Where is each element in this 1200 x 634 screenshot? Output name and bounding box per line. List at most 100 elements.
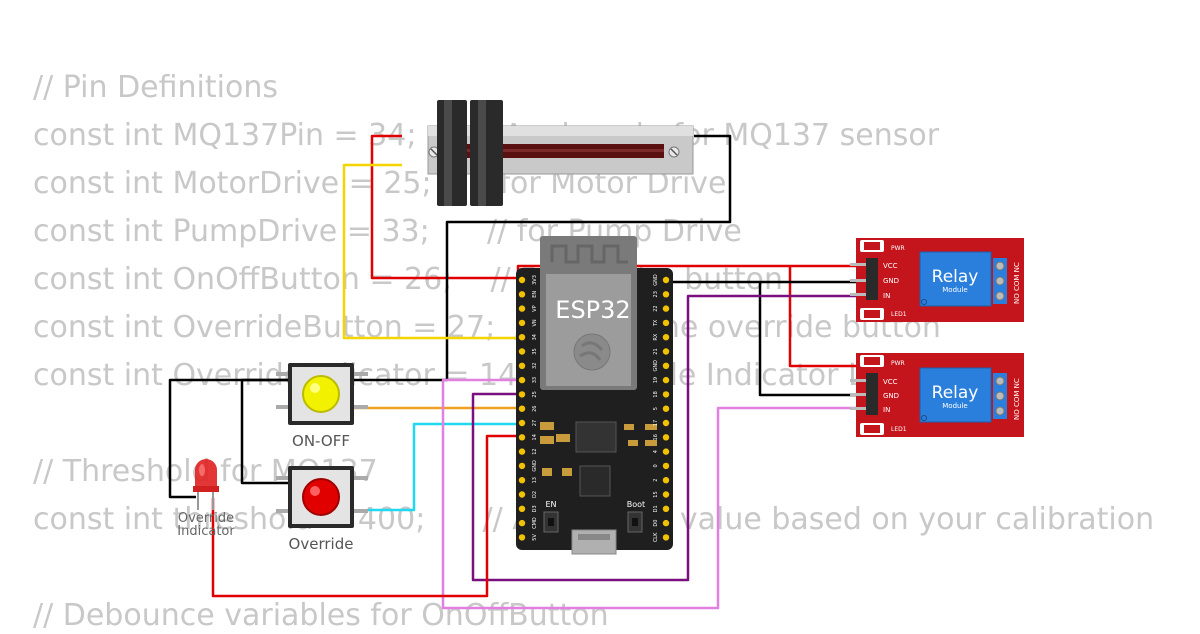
- esp32-pin[interactable]: [518, 491, 526, 498]
- relay1-pin-vcc: VCC: [883, 262, 898, 270]
- esp32-pin[interactable]: [518, 334, 526, 341]
- esp32-pin-label: 21: [653, 348, 659, 354]
- esp32-pin[interactable]: [662, 334, 670, 341]
- esp32-pin-label: VN: [532, 319, 538, 326]
- esp32-pin-label: GND: [532, 460, 538, 472]
- code-line: const int PumpDrive = 33; // for Pump Dr…: [33, 214, 742, 249]
- led-label-line1: Override: [178, 511, 234, 526]
- esp32-pin[interactable]: [518, 291, 526, 298]
- esp32-pin[interactable]: [518, 319, 526, 327]
- esp32-pin-label: 23: [653, 291, 659, 297]
- esp32-pin-label: TX: [653, 319, 659, 327]
- esp32-pin-label: 16: [653, 434, 659, 440]
- relay-module-2[interactable]: [850, 353, 1024, 437]
- boot-label: Boot: [627, 500, 645, 509]
- esp32-pin-label: 3V3: [532, 275, 538, 285]
- relay1-subtitle: Module: [942, 286, 967, 294]
- esp32-pin[interactable]: [662, 519, 670, 527]
- esp32-pin[interactable]: [518, 391, 526, 398]
- relay-module-1[interactable]: [850, 238, 1024, 322]
- relay1-terminals: NO COM NC: [1013, 262, 1021, 304]
- esp32-pin[interactable]: [518, 362, 526, 369]
- led-label-line2: Indicator: [177, 524, 235, 539]
- esp32-pin[interactable]: [662, 419, 670, 427]
- esp32-pin[interactable]: [518, 448, 526, 455]
- code-line: // Pin Definitions: [33, 70, 278, 105]
- esp32-pin[interactable]: [662, 462, 670, 470]
- override-pushbutton[interactable]: [276, 466, 368, 528]
- esp32-pin-label: 5: [653, 407, 659, 410]
- relay2-subtitle: Module: [942, 402, 967, 410]
- code-line: const int OnOffButton = 26; // Pin for t…: [33, 262, 784, 297]
- esp32-pin[interactable]: [662, 319, 670, 327]
- esp32-pin[interactable]: [662, 505, 670, 512]
- esp32-pin[interactable]: [662, 405, 670, 412]
- esp32-pin-label: 35: [532, 348, 538, 354]
- relay1-led-label: LED1: [891, 311, 907, 318]
- esp32-pin-label: 19: [653, 377, 659, 383]
- esp32-pin[interactable]: [662, 434, 670, 441]
- esp32-pin[interactable]: [662, 276, 670, 284]
- esp32-label: ESP32: [555, 296, 630, 324]
- esp32-pin[interactable]: [518, 348, 526, 355]
- wire-black-gnd-top: [660, 276, 860, 284]
- esp32-pin[interactable]: [518, 477, 526, 484]
- relay1-pwr-label: PWR: [891, 245, 905, 252]
- wire-black-pot-gnd: [168, 134, 732, 499]
- esp32-pin[interactable]: [662, 491, 670, 498]
- esp32-pin[interactable]: [662, 305, 670, 312]
- esp32-pin-label: RX: [653, 333, 659, 340]
- esp32-pin-label: D1: [653, 505, 659, 512]
- wire-black-gnd-relay2: [758, 282, 860, 397]
- esp32-pin-label: 2: [653, 479, 659, 482]
- esp32-pin-label: VP: [532, 305, 538, 311]
- esp32-pin-label: 27: [532, 420, 538, 426]
- esp32-pin[interactable]: [662, 477, 670, 484]
- relay1-pin-in: IN: [883, 292, 890, 300]
- esp32-pin[interactable]: [518, 462, 526, 470]
- esp32-pin[interactable]: [662, 448, 670, 455]
- esp32-pin[interactable]: [662, 391, 670, 398]
- esp32-pin[interactable]: [662, 291, 670, 298]
- esp32-left-header: 3V3ENVPVN343532332526271412GND13D2D3CMD5…: [518, 275, 538, 541]
- esp32-pin-label: 34: [532, 334, 538, 340]
- relay2-title: Relay: [932, 383, 979, 403]
- esp32-pin[interactable]: [518, 419, 526, 427]
- esp32-pin[interactable]: [518, 519, 526, 527]
- esp32-pin-label: 0: [653, 464, 659, 467]
- onoff-pushbutton[interactable]: [276, 363, 368, 425]
- esp32-pin[interactable]: [518, 276, 526, 284]
- esp32-pin[interactable]: [518, 534, 526, 541]
- esp32-pin[interactable]: [662, 376, 670, 384]
- relay2-pwr-label: PWR: [891, 360, 905, 367]
- override-indicator-led[interactable]: [193, 459, 219, 510]
- slide-potentiometer[interactable]: [427, 100, 694, 206]
- esp32-pin-label: EN: [532, 291, 538, 298]
- esp32-pin[interactable]: [662, 534, 670, 541]
- esp32-pin[interactable]: [518, 376, 526, 384]
- esp32-pin-label: 17: [653, 420, 659, 426]
- esp32-pin[interactable]: [518, 405, 526, 412]
- esp32-board[interactable]: [516, 236, 673, 555]
- relay2-pin-vcc: VCC: [883, 378, 898, 386]
- esp32-pin-label: GND: [653, 360, 659, 372]
- relay1-title: Relay: [932, 267, 979, 287]
- esp32-pin-label: 26: [532, 406, 538, 412]
- esp32-pin-label: 12: [532, 448, 538, 454]
- wire-red-led: [211, 434, 518, 598]
- wire-pink-relay2: [441, 378, 860, 610]
- esp32-pin-label: D2: [532, 491, 538, 498]
- esp32-pin[interactable]: [518, 434, 526, 441]
- wire-black-button: [240, 378, 290, 485]
- esp32-pin-label: CMD: [532, 517, 538, 529]
- esp32-pin-label: 5V: [532, 534, 538, 541]
- relay2-pin-in: IN: [883, 406, 890, 414]
- esp32-pin[interactable]: [518, 505, 526, 512]
- esp32-pin[interactable]: [662, 362, 670, 369]
- code-line: // Debounce variables for OnOffButton: [33, 598, 609, 633]
- esp32-pin[interactable]: [662, 348, 670, 355]
- esp32-pin[interactable]: [518, 305, 526, 312]
